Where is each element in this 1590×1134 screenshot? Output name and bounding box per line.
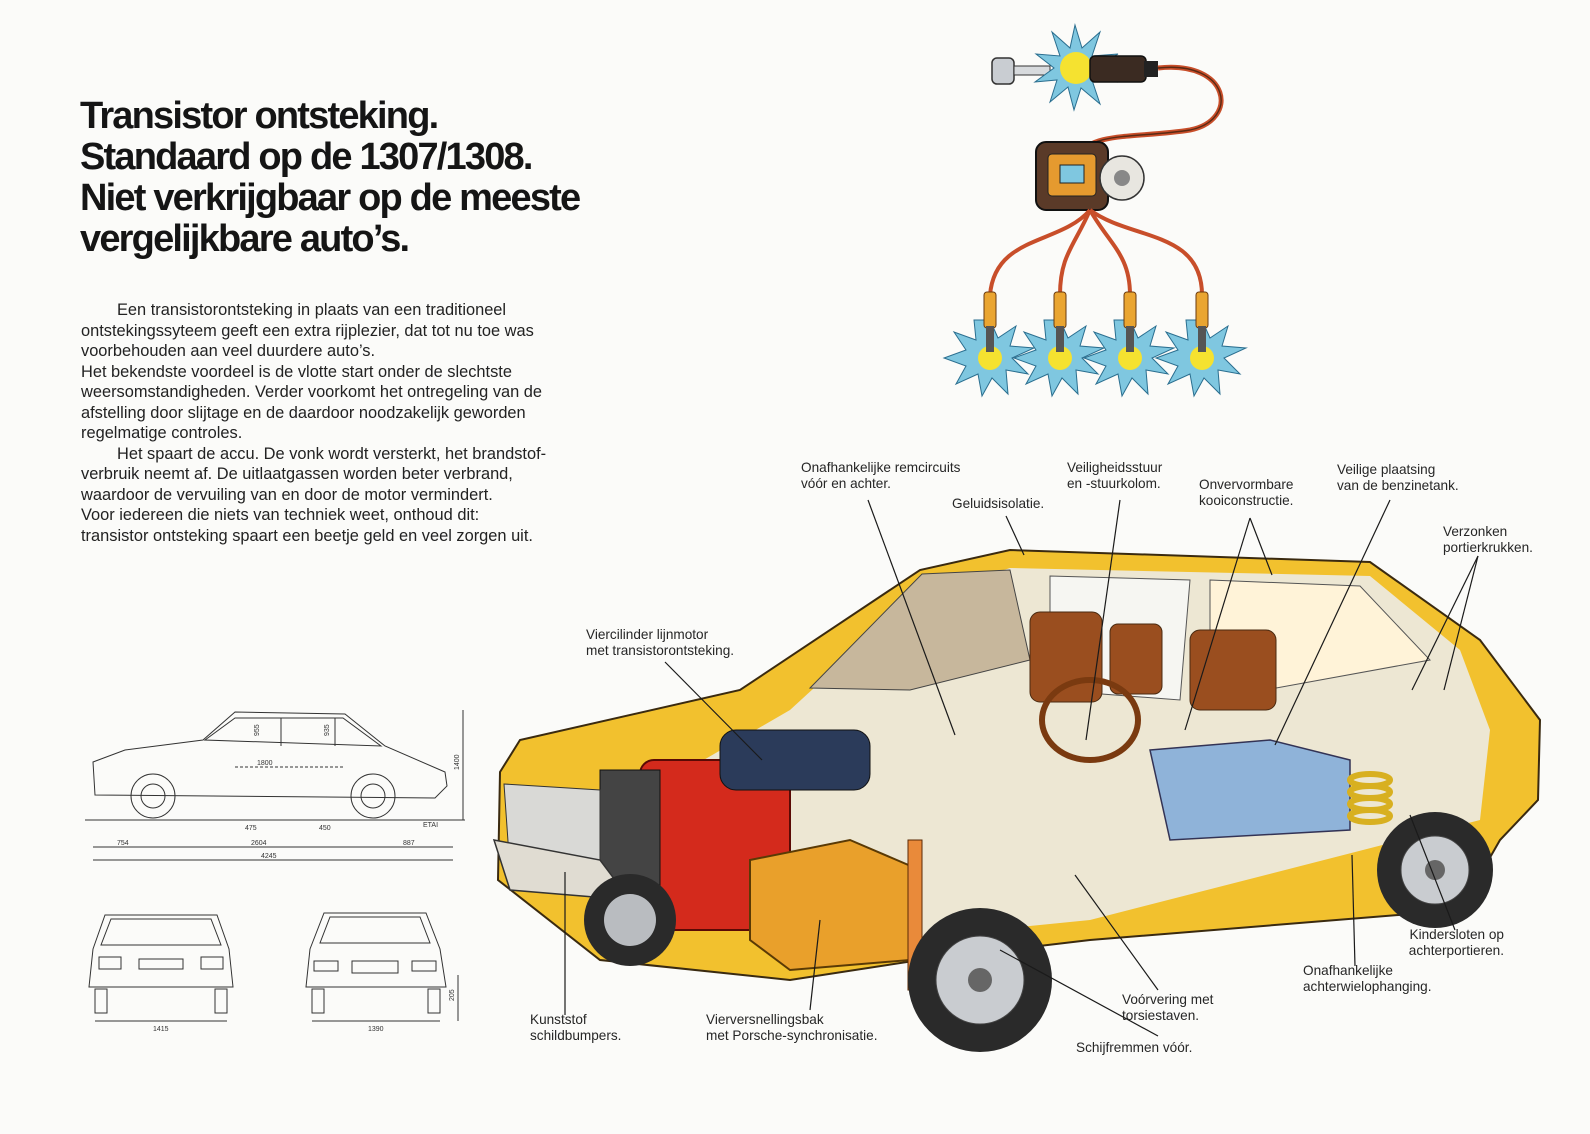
dim-total-length: 4245	[261, 853, 277, 860]
body-line: regelmatige controles.	[81, 424, 243, 442]
spark-plug-wires	[988, 208, 1204, 296]
body-text: Een transistorontsteking in plaats van e…	[81, 300, 621, 546]
body-line: Voor iedereen die niets van techniek wee…	[81, 506, 480, 524]
dim-rear-headroom: 935	[324, 724, 331, 736]
headline-line-3: Niet verkrijgbaar op de meeste	[80, 177, 581, 219]
side-view-drawing: 1800 955 935 1400 475 450 754 2604 887 4…	[85, 710, 465, 861]
body-line: Een transistorontsteking in plaats van e…	[117, 301, 507, 319]
callout-kindersloten: Kindersloten op achterportieren.	[1390, 927, 1504, 959]
callout-line: achterportieren.	[1408, 943, 1504, 958]
callout-line: Onafhankelijke	[1303, 963, 1393, 978]
callout-line: Kindersloten op	[1409, 927, 1504, 942]
callout-line: vóór en achter.	[801, 476, 891, 491]
front-left-wheel	[584, 874, 676, 966]
callout-line: met transistorontsteking.	[586, 643, 735, 658]
callout-motor: Viercilinder lijnmotor met transistoront…	[586, 627, 734, 659]
dim-inner-length: 1800	[257, 760, 273, 767]
callout-veiligheidsstuur: Veiligheidsstuur en -stuurkolom.	[1067, 460, 1162, 492]
callout-achterwielophanging: Onafhankelijke achterwielophanging.	[1303, 963, 1431, 995]
callout-geluidsisolatie: Geluidsisolatie.	[952, 496, 1044, 512]
callout-voorvering: Voórvering met torsiestaven.	[1122, 992, 1213, 1024]
spark-plug-icon	[942, 291, 1036, 398]
callout-schildbumpers: Kunststof schildbumpers.	[530, 1012, 621, 1044]
callout-line: schildbumpers.	[530, 1028, 622, 1043]
dim-450: 450	[319, 825, 331, 832]
headline: Transistor ontsteking. Standaard op de 1…	[80, 96, 680, 260]
steering-wheel-icon	[1039, 677, 1141, 763]
callout-line: van de benzinetank.	[1337, 478, 1459, 493]
dim-front-headroom: 955	[254, 724, 261, 736]
callout-line: Voórvering met	[1122, 992, 1214, 1007]
headline-line-2: Standaard op de 1307/1308.	[80, 136, 533, 178]
ignition-switch-icon	[1089, 55, 1158, 83]
dim-front-track: 1415	[153, 1026, 169, 1033]
body-line: weersomstandigheden. Verder voorkomt het…	[81, 383, 543, 401]
body-line: transistor ontsteking spaart een beetje …	[81, 526, 533, 545]
front-wheel	[908, 908, 1052, 1052]
headline-line-4: vergelijkbare auto’s.	[80, 218, 410, 260]
headline-line-1: Transistor ontsteking.	[80, 95, 439, 137]
callout-line: Onafhankelijke remcircuits	[801, 460, 961, 475]
transistor-module-icon	[1035, 141, 1145, 211]
body-line: voorbehouden aan veel duurdere auto’s.	[81, 342, 376, 360]
callout-line: Geluidsisolatie.	[952, 496, 1045, 511]
callout-line: Onvervormbare	[1199, 477, 1294, 492]
rear-view-drawing: 1390 205	[305, 912, 459, 1033]
spark-plug-icon	[1154, 291, 1248, 398]
ignition-system-illustration	[942, 23, 1248, 398]
callout-kooiconstructie: Onvervormbare kooiconstructie.	[1199, 477, 1293, 509]
dim-rear-overhang: 887	[403, 840, 415, 847]
callout-line: Veilige plaatsing	[1337, 462, 1436, 477]
body-line: ontstekingssyteem geeft een extra rijple…	[81, 321, 534, 340]
dim-wheelbase: 2604	[251, 840, 267, 847]
spark-plug-icon	[1082, 291, 1176, 398]
dim-height: 1400	[454, 754, 461, 770]
callout-line: torsiestaven.	[1122, 1008, 1200, 1023]
cutaway-car-illustration	[492, 548, 1542, 1052]
callout-line: Verzonken	[1443, 524, 1508, 539]
callout-line: kooiconstructie.	[1199, 493, 1294, 508]
callout-line: Vierversnellingsbak	[706, 1012, 824, 1027]
callout-line: Viercilinder lijnmotor	[586, 627, 709, 642]
body-line: Het spaart de accu. De vonk wordt verste…	[117, 444, 547, 463]
dim-front-overhang: 754	[117, 840, 129, 847]
dim-rear-track: 1390	[368, 1026, 384, 1033]
callout-line: achterwielophanging.	[1303, 979, 1432, 994]
body-line: verbruik neemt af. De uitlaatgassen word…	[81, 465, 513, 483]
callout-line: Schijfremmen vóór.	[1076, 1040, 1193, 1055]
body-line: waardoor de vervuiling van en door de mo…	[81, 485, 493, 504]
ignition-key-icon	[991, 57, 1051, 85]
rear-spring	[1347, 771, 1393, 825]
callout-line: portierkrukken.	[1443, 540, 1533, 555]
front-view-drawing: 1415	[88, 914, 234, 1033]
dim-475: 475	[245, 825, 257, 832]
callout-line: met Porsche-synchronisatie.	[706, 1028, 878, 1043]
callout-schijfremmen: Schijfremmen vóór.	[1076, 1040, 1192, 1056]
body-line: Het bekendste voordeel is de vlotte star…	[81, 362, 512, 381]
callout-line: en -stuurkolom.	[1067, 476, 1161, 491]
drawing-stamp: ETAI	[423, 822, 438, 829]
body-line: afstelling door slijtage en de daardoor …	[81, 403, 526, 422]
spark-plug-icon	[1012, 291, 1106, 398]
callout-versnellingsbak: Vierversnellingsbak met Porsche-synchron…	[706, 1012, 878, 1044]
callout-benzinetank: Veilige plaatsing van de benzinetank.	[1337, 462, 1459, 494]
dim-ground-clearance: 205	[449, 989, 456, 1001]
callout-portierkrukken: Verzonken portierkrukken.	[1443, 524, 1533, 556]
rear-wheel	[1377, 812, 1493, 928]
callout-line: Veiligheidsstuur	[1067, 460, 1163, 475]
callout-line: Kunststof	[530, 1012, 587, 1027]
seats	[1029, 611, 1277, 711]
callout-remcircuits: Onafhankelijke remcircuits vóór en achte…	[801, 460, 960, 492]
